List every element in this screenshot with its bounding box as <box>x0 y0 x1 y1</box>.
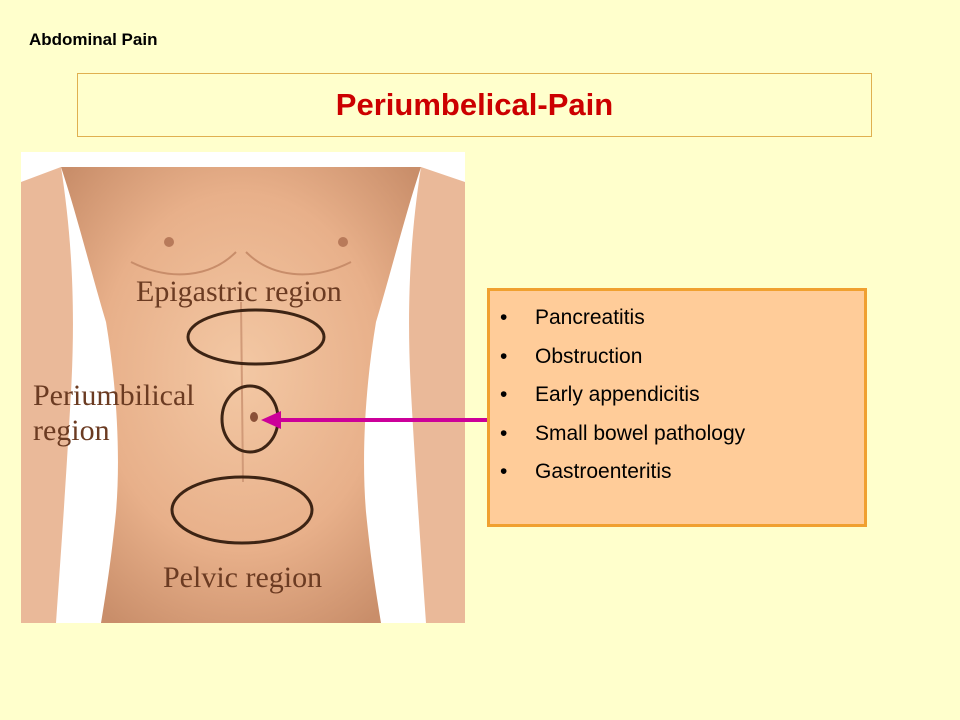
cause-text: Obstruction <box>535 344 643 368</box>
arrow-head <box>261 411 281 429</box>
list-item: • Early appendicitis <box>490 376 864 415</box>
chest-contour <box>130 251 237 276</box>
torso-shape <box>61 167 421 623</box>
label-periumbilical-1: Periumbilical <box>33 379 195 412</box>
bullet: • <box>500 460 508 483</box>
cause-text: Gastroenteritis <box>535 460 672 483</box>
section-label: Abdominal Pain <box>29 30 158 49</box>
list-item: • Pancreatitis <box>490 299 864 338</box>
abdomen-svg: Epigastric region Periumbilical region P… <box>21 152 465 623</box>
title-box: Periumbelical-Pain <box>77 73 872 137</box>
nipple-left <box>164 237 174 247</box>
cause-text: Early appendicitis <box>535 383 700 406</box>
bullet: • <box>500 383 508 406</box>
pelvic-ellipse <box>170 475 314 545</box>
label-periumbilical-2: region <box>33 414 110 447</box>
right-arm <box>409 167 465 623</box>
arrow-pointer <box>261 411 495 429</box>
bullet: • <box>500 306 508 329</box>
cause-text: Small bowel pathology <box>535 421 746 445</box>
abdomen-illustration: Epigastric region Periumbilical region P… <box>21 152 465 623</box>
label-epigastric: Epigastric region <box>136 275 342 308</box>
list-item: • Gastroenteritis <box>490 453 864 492</box>
left-arm <box>21 167 73 623</box>
slide-title: Periumbelical-Pain <box>335 87 614 122</box>
nipple-right <box>338 237 348 247</box>
label-pelvic: Pelvic region <box>163 561 322 594</box>
causes-list: • Pancreatitis • Obstruction • Early append… <box>490 291 864 492</box>
bullet: • <box>500 421 508 445</box>
bullet: • <box>500 344 508 368</box>
navel <box>250 412 258 422</box>
causes-list-box: • Pancreatitis • Obstruction • Early append… <box>487 288 867 527</box>
list-item: • Small bowel pathology <box>490 415 864 454</box>
list-item: • Obstruction <box>490 338 864 377</box>
epigastric-ellipse <box>186 308 326 366</box>
cause-text: Pancreatitis <box>535 306 645 329</box>
chest-contour <box>245 251 352 276</box>
